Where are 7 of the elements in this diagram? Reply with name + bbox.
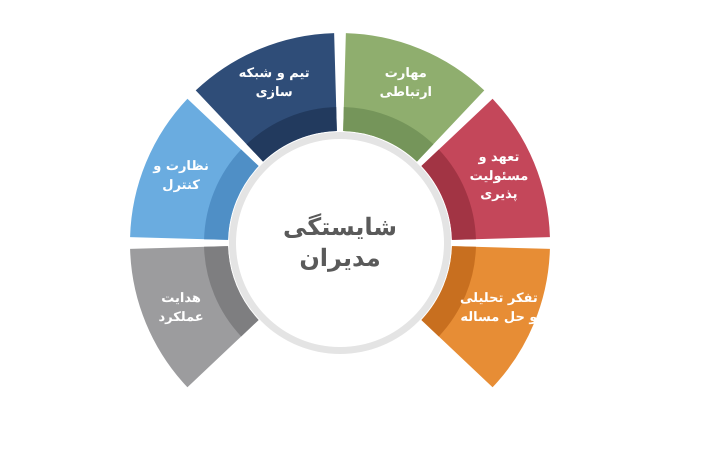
center-circle xyxy=(236,139,444,347)
segment-label: مهارت ارتباطی xyxy=(378,65,434,102)
segment-label: نظارت و کنترل xyxy=(152,158,210,196)
segment-label: تیم و شبکه سازی xyxy=(238,65,311,102)
segment-label: تعهد و مسئولیت پذیری xyxy=(468,148,530,204)
center-title: شایستگی مدیران xyxy=(282,212,398,274)
segment-label: هدایت عملکرد xyxy=(157,290,205,327)
